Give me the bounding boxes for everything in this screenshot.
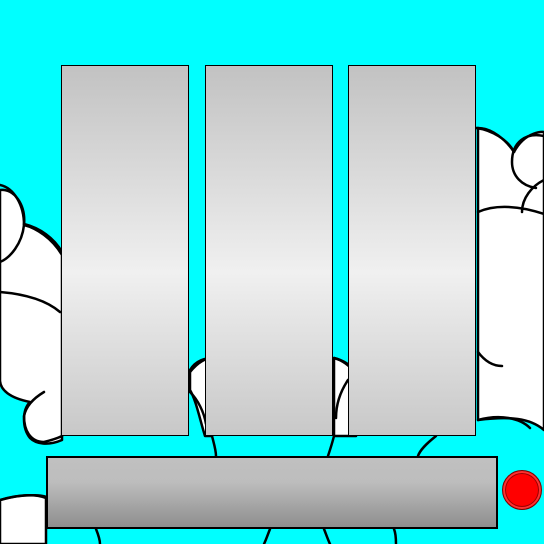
cloud-right [474, 126, 544, 432]
cloud-outline-1 [0, 290, 62, 314]
cloud-outline-19 [94, 527, 102, 544]
reel-1 [61, 65, 189, 436]
cloud-outline-5 [476, 205, 544, 216]
cloud-outline-17 [326, 434, 336, 458]
cloud-outline-6 [510, 133, 544, 190]
cloud-outline-16 [334, 378, 350, 420]
spin-button[interactable] [502, 470, 542, 510]
cloud-outline-14 [210, 434, 218, 458]
cloud-outline-2 [22, 390, 64, 444]
cloud-outline-21 [322, 527, 332, 544]
cloud-outline-11 [416, 434, 438, 458]
cloud-outline-4 [22, 222, 64, 254]
control-panel [46, 456, 498, 529]
cloud-outline-10 [476, 416, 532, 430]
cloud-outline-20 [262, 527, 272, 544]
cloud-outline-22 [392, 527, 398, 544]
cloud-outline-8 [476, 126, 516, 154]
reel-3 [348, 65, 476, 436]
cloud-bottom [0, 494, 48, 544]
cloud-outline-18 [0, 494, 48, 502]
cloud-outline-7 [520, 178, 544, 214]
reel-2 [205, 65, 333, 436]
cloud-outline-9 [476, 350, 504, 368]
